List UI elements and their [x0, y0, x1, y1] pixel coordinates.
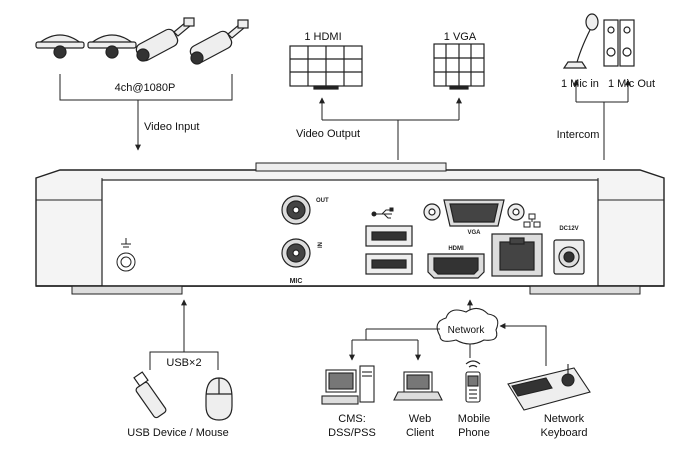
- video-output-label: Video Output: [296, 128, 360, 140]
- cloud-icon: [436, 307, 499, 345]
- usb-icon: [371, 207, 394, 219]
- vga-port: [423, 199, 525, 227]
- microphone-icon: [562, 13, 599, 69]
- mic-in-label: 1 Mic in: [561, 78, 599, 90]
- network-label: Network: [448, 325, 486, 336]
- hdmi-port-label: HDMI: [448, 246, 464, 252]
- mobile-phone-label-line2: Phone: [458, 427, 490, 439]
- bullet-camera-icon: [135, 17, 195, 62]
- mobile-phone-icon: [465, 360, 481, 403]
- hdmi-port: [427, 253, 485, 279]
- audio-in-label: IN: [318, 242, 324, 248]
- ptz-keyboard-icon: [507, 364, 591, 411]
- ethernet-icon: [523, 213, 541, 228]
- monitor-icon: [289, 45, 363, 90]
- monitor-icon: [433, 43, 485, 90]
- vga-port-label: VGA: [467, 230, 481, 236]
- cms-label-line1: CMS:: [338, 413, 366, 425]
- dome-camera-icon: [87, 34, 137, 59]
- web-client-label-line2: Client: [406, 427, 434, 439]
- network-keyboard-label-line2: Keyboard: [540, 427, 587, 439]
- web-client-label-line1: Web: [409, 413, 431, 425]
- laptop-icon: [393, 371, 443, 401]
- mobile-phone-label-line1: Mobile: [458, 413, 490, 425]
- speaker-icon: [603, 19, 635, 67]
- mic-label: MIC: [290, 278, 303, 285]
- audio-out-jack: [281, 195, 311, 225]
- intercom-label: Intercom: [557, 129, 600, 141]
- usb-port: [365, 225, 413, 247]
- hdmi-label: 1 HDMI: [304, 31, 341, 43]
- ethernet-port: [491, 233, 543, 277]
- usb-port: [365, 253, 413, 275]
- audio-in-jack: [281, 238, 311, 268]
- mouse-icon: [205, 377, 233, 421]
- cameras-label: 4ch@1080P: [115, 82, 176, 94]
- usb-device-label: USB Device / Mouse: [127, 427, 228, 439]
- power-label: DC12V: [559, 226, 578, 232]
- ground-icon: [116, 238, 136, 272]
- bullet-camera-icon: [189, 19, 249, 65]
- usb-drive-icon: [133, 371, 167, 419]
- network-keyboard-label-line1: Network: [544, 413, 585, 425]
- audio-out-label: OUT: [316, 198, 329, 204]
- power-port: [553, 239, 585, 275]
- usb-count-label: USB×2: [166, 357, 201, 369]
- desktop-pc-icon: [321, 365, 375, 405]
- cms-label-line2: DSS/PSS: [328, 427, 376, 439]
- mic-out-label: 1 Mic Out: [608, 78, 655, 90]
- video-input-label: Video Input: [144, 121, 199, 133]
- vga-label: 1 VGA: [444, 31, 477, 43]
- dome-camera-icon: [35, 34, 85, 59]
